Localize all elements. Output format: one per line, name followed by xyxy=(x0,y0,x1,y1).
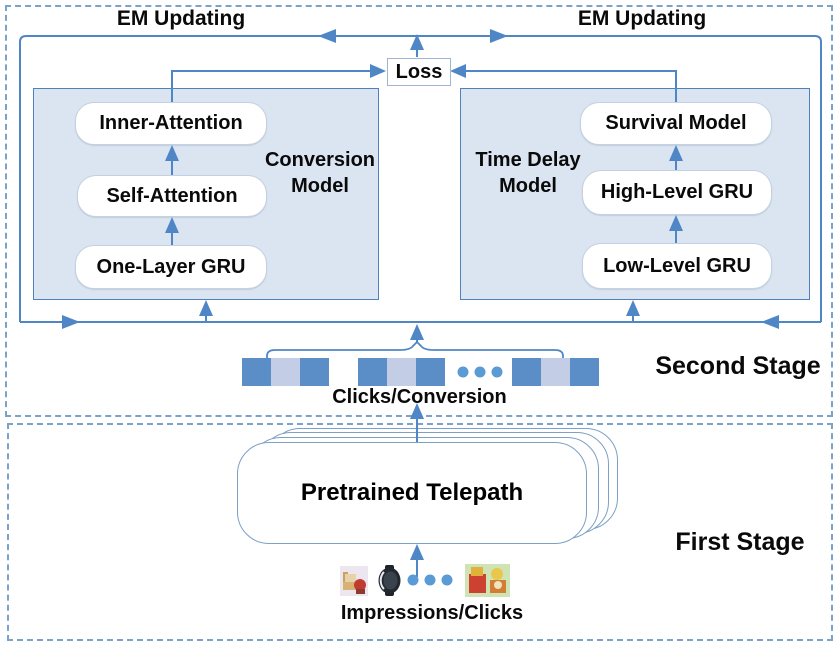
time-delay-model-label: Time Delay Model xyxy=(466,147,590,199)
second-stage-label: Second Stage xyxy=(655,352,821,380)
conversion-model-label-line2: Model xyxy=(291,175,349,197)
watch-product-image xyxy=(377,565,402,601)
sequence-group xyxy=(512,358,599,386)
em-updating-label-right: EM Updating xyxy=(577,7,707,30)
conversion-model-label-line1: Conversion xyxy=(264,149,376,171)
sequence-cell-dark xyxy=(300,358,329,386)
first-stage-label: First Stage xyxy=(675,528,805,556)
time-delay-model-label-line2: Model xyxy=(499,175,557,197)
furniture-product-image xyxy=(340,566,368,601)
sequence-cell-dark xyxy=(570,358,599,386)
sequence-cell-light xyxy=(271,358,300,386)
sequence-cell-dark xyxy=(358,358,387,386)
sequence-cell-dark xyxy=(512,358,541,386)
clicks-conversion-label: Clicks/Conversion xyxy=(332,386,507,408)
one-layer-gru-block: One-Layer GRU xyxy=(75,245,267,289)
impressions-clicks-label: Impressions/Clicks xyxy=(340,602,524,624)
sequence-cell-dark xyxy=(416,358,445,386)
loss-box: Loss xyxy=(387,58,451,86)
high-level-gru-block: High-Level GRU xyxy=(582,170,772,215)
first-stage-border xyxy=(7,423,833,641)
inner-attention-block: Inner-Attention xyxy=(75,102,267,145)
sequence-cell-light xyxy=(541,358,570,386)
sequence-group xyxy=(358,358,445,386)
conversion-model-label: Conversion Model xyxy=(258,147,382,199)
time-delay-model-label-line1: Time Delay xyxy=(475,149,581,171)
sequence-cell-dark xyxy=(242,358,271,386)
survival-model-block: Survival Model xyxy=(580,102,772,145)
sequence-cell-light xyxy=(387,358,416,386)
em-updating-label-left: EM Updating xyxy=(116,7,246,30)
pretrained-telepath-box: Pretrained Telepath xyxy=(237,442,587,544)
toys-product-image xyxy=(465,564,510,602)
sequence-group xyxy=(242,358,329,386)
low-level-gru-block: Low-Level GRU xyxy=(582,243,772,289)
self-attention-block: Self-Attention xyxy=(77,175,267,217)
